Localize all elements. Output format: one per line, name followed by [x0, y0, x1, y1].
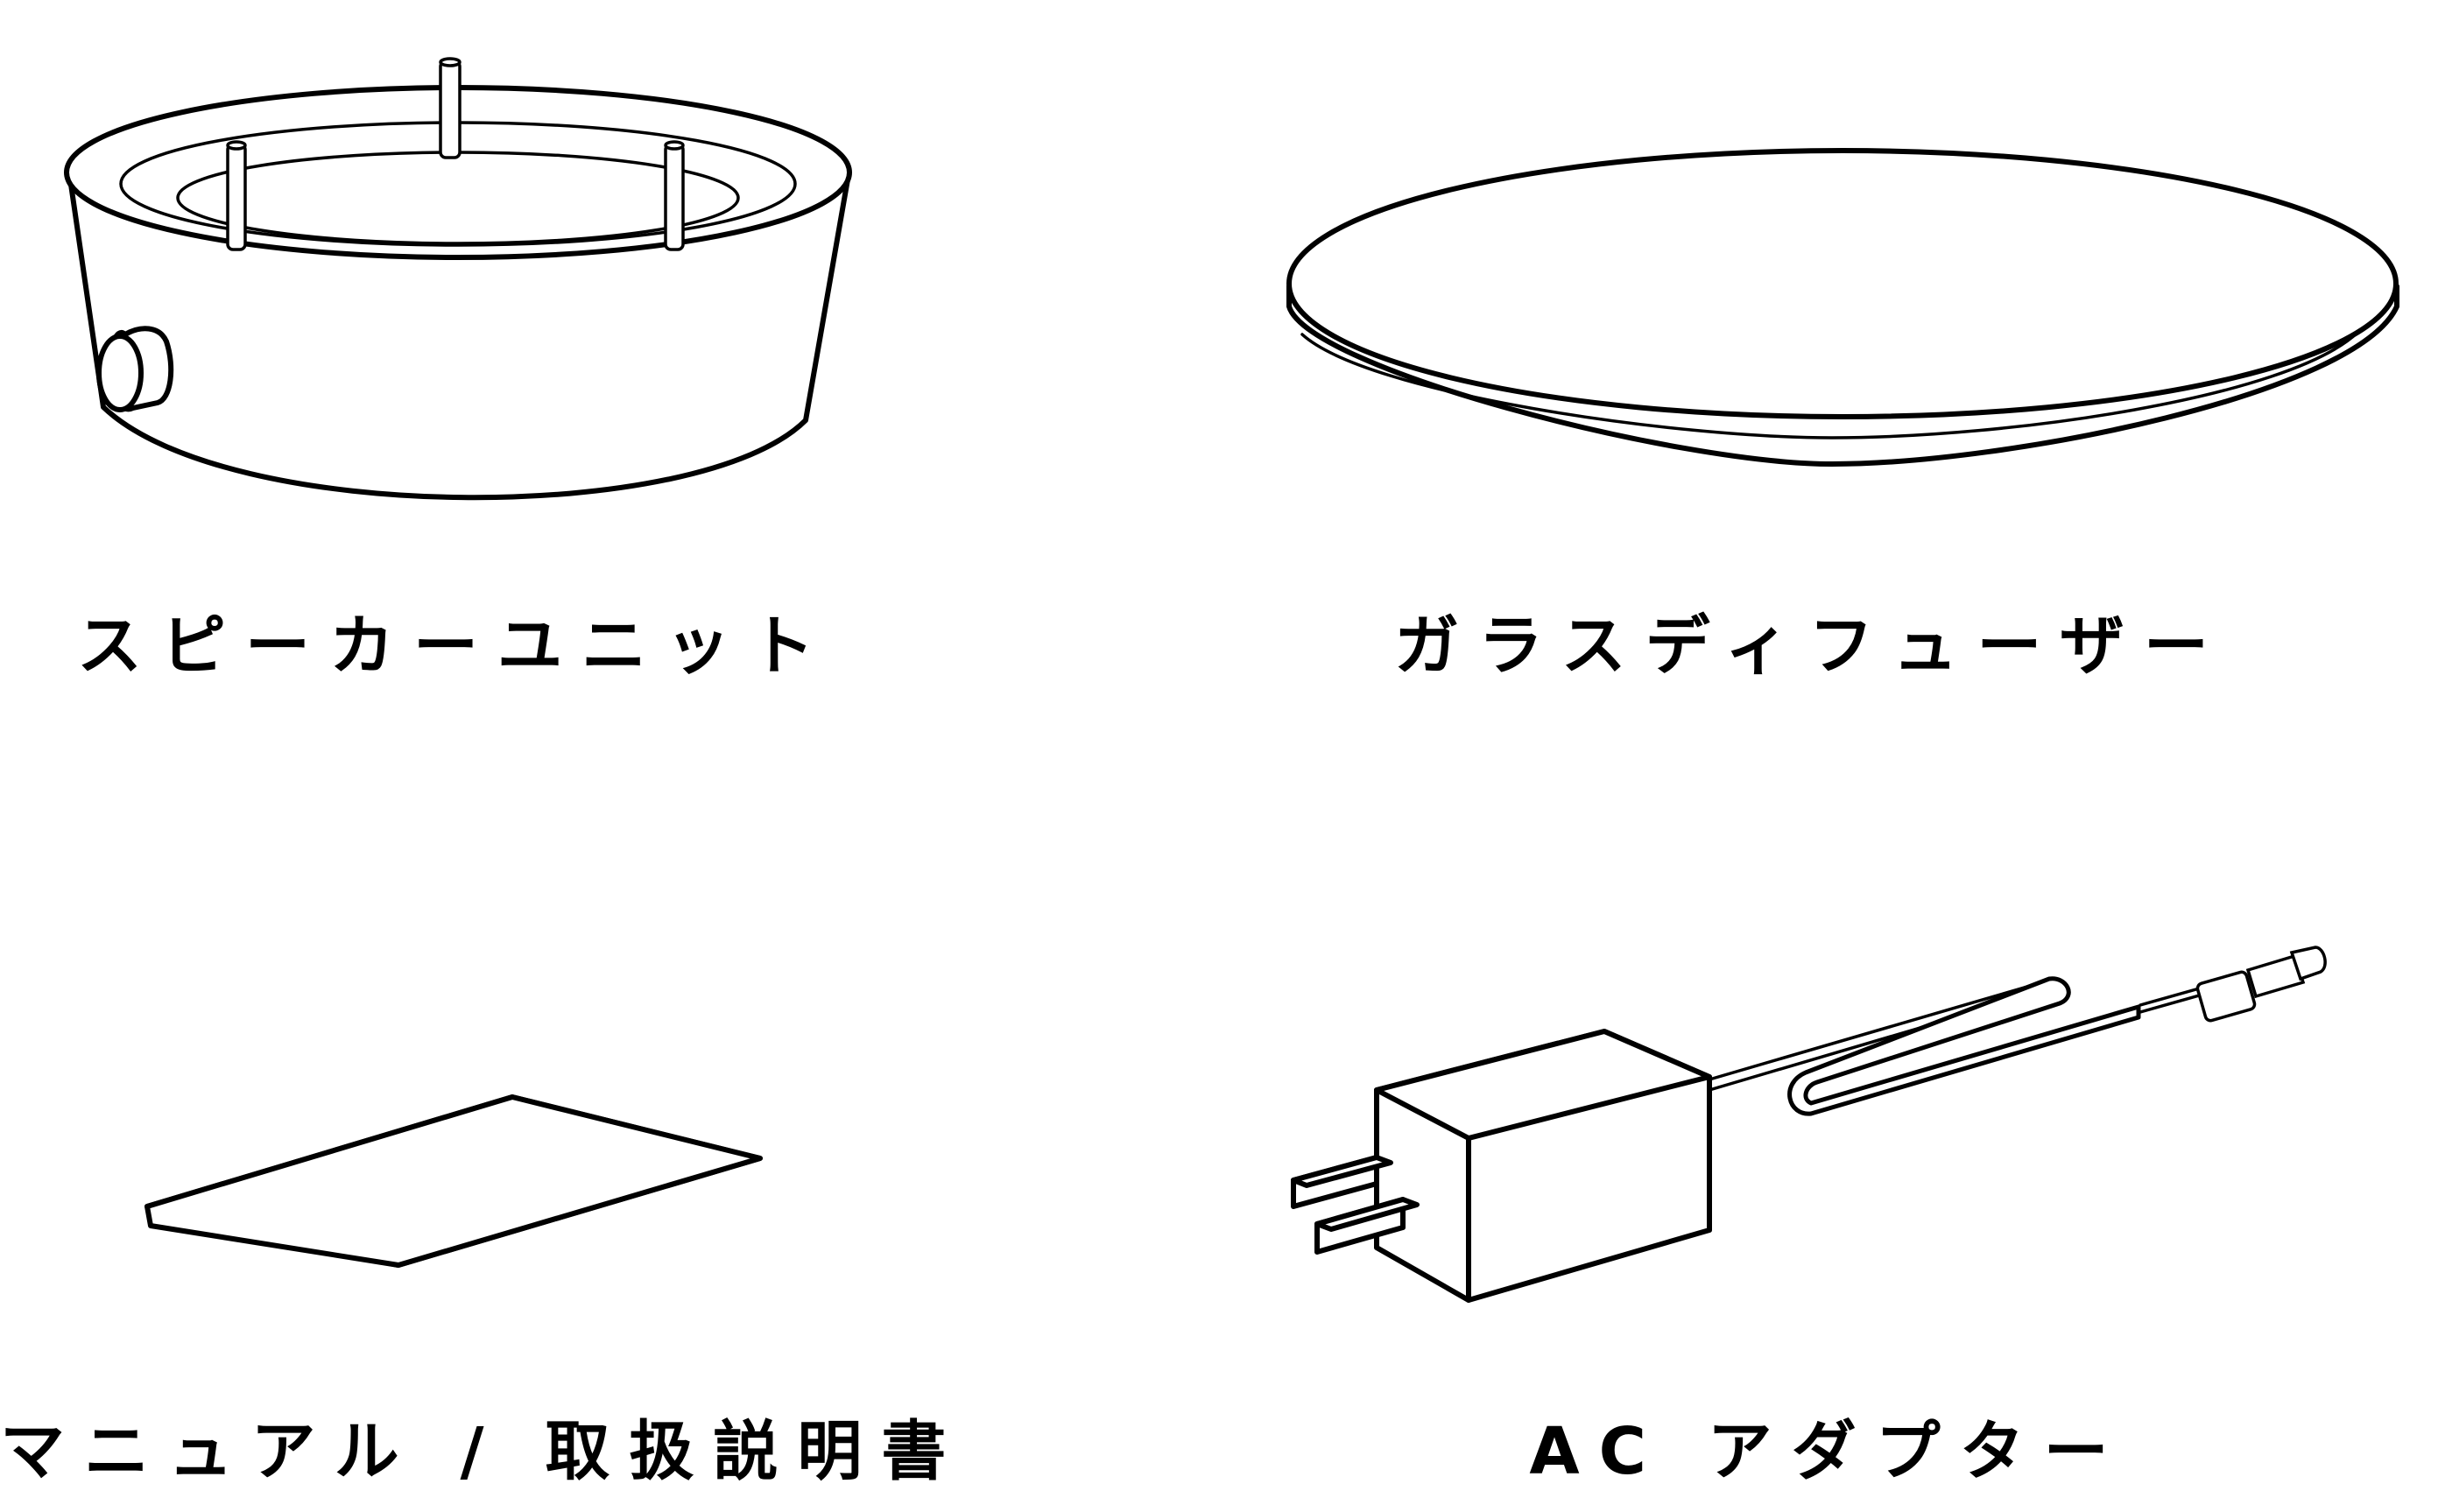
item-speaker-unit: スピーカーユニット — [0, 0, 1219, 753]
manual-illustration — [144, 1094, 763, 1268]
ac-adapter-illustration — [1291, 946, 2327, 1303]
glass-diffuser-illustration — [1286, 148, 2399, 467]
caption-manual: マニュアル / 取扱説明書 — [0, 1414, 966, 1489]
caption-speaker-unit: スピーカーユニット — [77, 608, 834, 684]
item-glass-diffuser: ガラスディフューザー — [1219, 0, 2438, 753]
caption-glass-diffuser: ガラスディフューザー — [1394, 608, 2228, 684]
item-ac-adapter: AC アダプター — [1219, 753, 2438, 1512]
speaker-unit-illustration — [64, 57, 852, 501]
item-manual: マニュアル / 取扱説明書 — [0, 753, 1219, 1512]
caption-ac-adapter: AC アダプター — [1529, 1414, 2128, 1489]
